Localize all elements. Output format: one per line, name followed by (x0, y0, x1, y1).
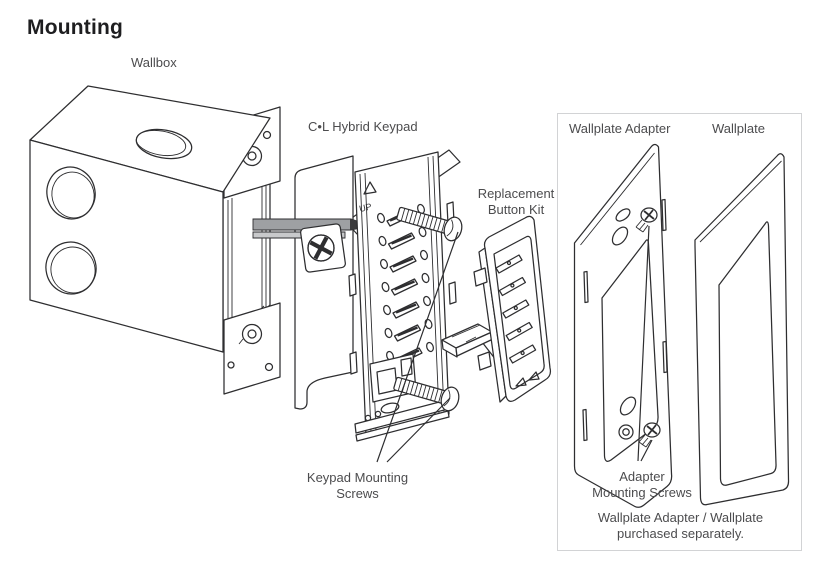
replacement-button-kit-drawing (441, 215, 552, 403)
wallbox-knockout-lower (45, 241, 97, 295)
keypad-label: C•L Hybrid Keypad (308, 119, 418, 134)
wallplate-adapter-drawing (573, 143, 673, 508)
up-arrow-icon (363, 181, 377, 195)
wallplate-drawing (694, 153, 790, 506)
page-title: Mounting (27, 16, 124, 39)
button-kit-frame (473, 215, 552, 403)
adapter-mounting-screws-label: Adapter Mounting Screws (592, 469, 692, 500)
wallbox-label: Wallbox (131, 55, 177, 70)
wallplate-label: Wallplate (712, 121, 765, 136)
separate-purchase-panel: Wallplate Adapter Wallplate (557, 113, 802, 551)
wallbox-knockout-top (135, 128, 193, 160)
wallbox-drawing (29, 85, 281, 395)
up-marking: UP (358, 201, 372, 214)
wallbox-mounting-tab-bottom (223, 302, 281, 395)
wallplate-adapter-label: Wallplate Adapter (569, 121, 671, 136)
keypad-terminal-screw (300, 223, 346, 273)
purchased-separately-note: Wallplate Adapter / Wallplate purchased … (597, 510, 764, 541)
keypad-mounting-screws-label: Keypad Mounting Screws (306, 470, 409, 501)
wallplate-opening (718, 221, 777, 486)
replacement-button-kit-label: Replacement Button Kit (477, 186, 555, 217)
wallbox-knockout-upper (46, 166, 96, 220)
keypad-body (294, 155, 354, 410)
